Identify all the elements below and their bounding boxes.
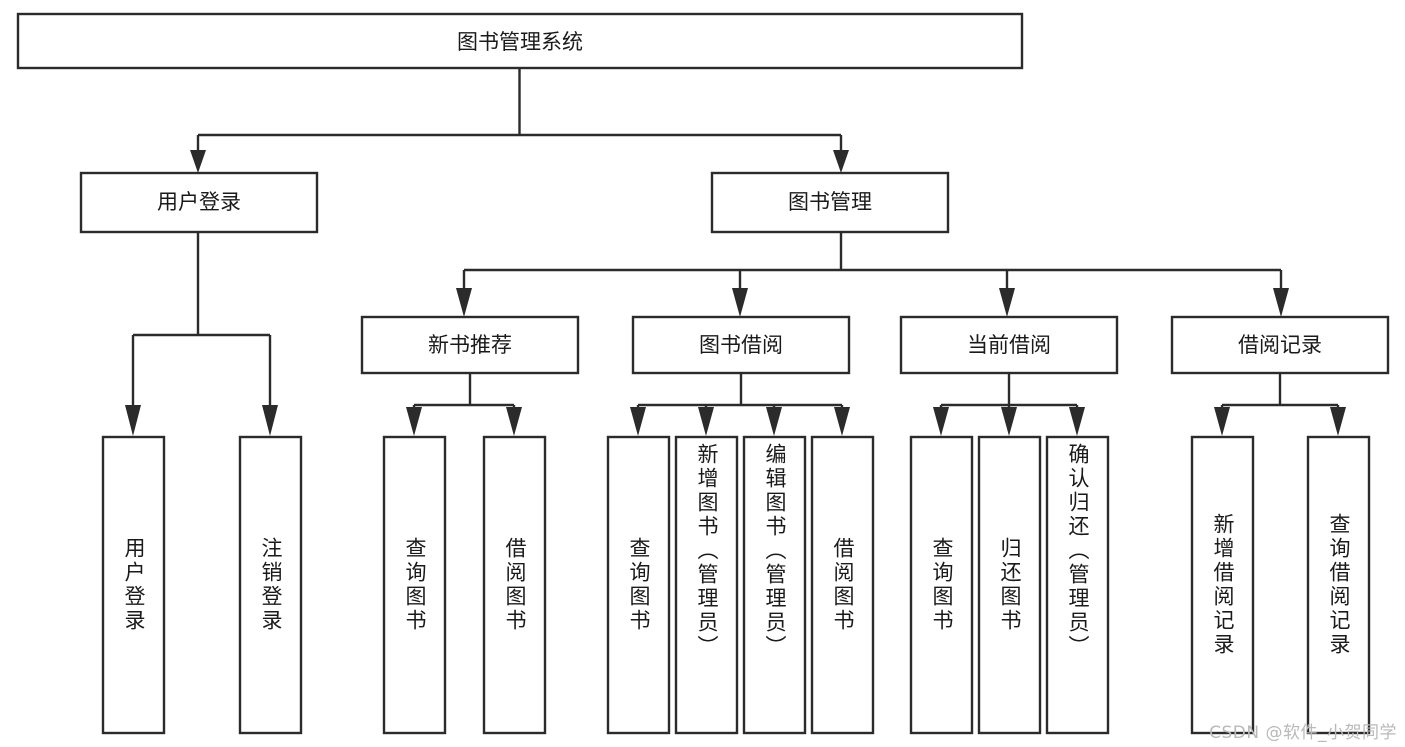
arrow-to-leaf-logout [262, 405, 278, 436]
arrow-to-current-borrow [999, 288, 1015, 317]
node-book-manage-box[interactable] [710, 171, 950, 234]
node-book-borrow-box[interactable] [631, 315, 851, 375]
arrow-to-newbook-leaf-2 [506, 407, 522, 436]
arrow-to-currentborrow-leaf-1 [933, 407, 949, 436]
node-leaf-bb-add-book-box[interactable] [674, 435, 739, 735]
arrow-to-leaf-user-login [125, 405, 141, 436]
arrow-to-borrowrecord-leaf-1 [1214, 407, 1230, 436]
arrow-to-bookborrow-leaf-1 [630, 407, 646, 436]
node-leaf-br-add-record-box[interactable] [1190, 435, 1255, 735]
node-root-label: 图书管理系统 [457, 30, 583, 54]
node-new-book-recommend-label: 新书推荐 [428, 333, 512, 357]
node-book-borrow-label: 图书借阅 [699, 333, 783, 357]
node-borrow-record-box[interactable] [1170, 315, 1390, 375]
arrow-to-bookborrow-leaf-2 [698, 407, 714, 436]
node-leaf-cb-confirm-return-box[interactable] [1045, 435, 1110, 735]
node-current-borrow-box[interactable] [899, 315, 1119, 375]
node-borrow-record-label: 借阅记录 [1238, 333, 1322, 357]
arrow-to-currentborrow-leaf-3 [1069, 407, 1085, 436]
node-leaf-cb-return-book-box[interactable] [977, 435, 1042, 735]
node-book-manage-label: 图书管理 [788, 190, 872, 214]
arrow-to-user-login [190, 150, 206, 173]
node-leaf-br-query-record-box[interactable] [1306, 435, 1371, 735]
node-leaf-nb-query-book-box[interactable] [382, 435, 447, 735]
node-leaf-user-login-box[interactable] [101, 435, 166, 735]
node-current-borrow-label: 当前借阅 [967, 333, 1051, 357]
node-leaf-logout-box[interactable] [238, 435, 303, 735]
arrow-to-book-manage [833, 150, 849, 173]
node-leaf-cb-query-book-box[interactable] [909, 435, 974, 735]
node-leaf-nb-borrow-book-box[interactable] [482, 435, 547, 735]
arrow-to-newbook-leaf-1 [406, 407, 422, 436]
node-user-login-box[interactable] [79, 171, 319, 234]
arrow-to-currentborrow-leaf-2 [1001, 407, 1017, 436]
connectors [125, 68, 1346, 436]
nodes: 图书管理系统 用户登录 图书管理 新书推荐 图书借阅 当前借阅 借阅记录 [16, 12, 1390, 735]
node-leaf-bb-query-book-box[interactable] [606, 435, 671, 735]
watermark-text: CSDN @软件_小贺同学 [1209, 723, 1397, 743]
arrow-to-bookborrow-leaf-3 [766, 407, 782, 436]
arrow-to-borrow-record [1273, 288, 1289, 317]
arrow-to-bookborrow-leaf-4 [834, 407, 850, 436]
arrow-to-book-borrow [732, 288, 748, 317]
arrow-to-borrowrecord-leaf-2 [1330, 407, 1346, 436]
arrow-to-new-book [456, 288, 472, 317]
node-leaf-bb-borrow-book-box[interactable] [810, 435, 875, 735]
node-user-login-label: 用户登录 [157, 190, 241, 214]
node-leaf-bb-edit-book-box[interactable] [742, 435, 807, 735]
node-new-book-recommend-box[interactable] [360, 315, 580, 375]
node-root-box[interactable] [16, 12, 1024, 70]
